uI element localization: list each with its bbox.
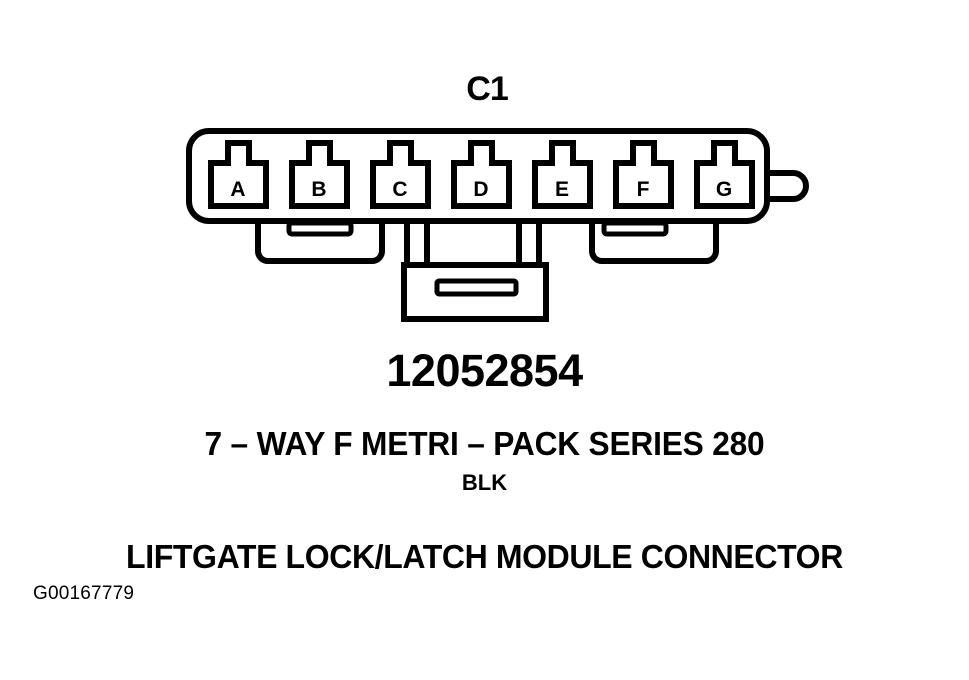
terminal-label-c: C	[392, 178, 407, 201]
mounting-tab-left-slot	[286, 220, 354, 237]
part-number: 12052854	[386, 345, 583, 396]
connector-reference-label: C1	[466, 70, 508, 108]
terminal-cavity-g: G	[694, 140, 755, 209]
terminal-cavity-e: E	[532, 140, 593, 209]
terminal-cavity-f: F	[613, 140, 674, 209]
center-latch-slot	[434, 278, 519, 297]
figure-id: G00167779	[33, 583, 135, 604]
terminal-label-d: D	[473, 178, 488, 201]
terminal-label-g: G	[716, 178, 732, 201]
terminal-cavity-c: C	[370, 140, 431, 209]
terminal-label-b: B	[311, 178, 326, 201]
terminal-cavity-b: B	[289, 140, 350, 209]
terminal-label-f: F	[637, 178, 650, 201]
mounting-tab-right-slot	[601, 220, 669, 237]
terminal-cavity-a: A	[208, 140, 269, 209]
connector-color-code: BLK	[461, 470, 508, 495]
connector-side-lock-tab	[757, 170, 809, 202]
terminal-label-a: A	[230, 178, 245, 201]
connector-specification: 7 – WAY F METRI – PACK SERIES 280	[204, 425, 765, 462]
connector-illustration: C1 A	[0, 55, 969, 340]
terminal-cavity-d: D	[451, 140, 512, 209]
terminal-cavity-group: A B C D E	[208, 140, 755, 209]
terminal-label-e: E	[555, 178, 569, 201]
connector-title: LIFTGATE LOCK/LATCH MODULE CONNECTOR	[126, 538, 843, 575]
